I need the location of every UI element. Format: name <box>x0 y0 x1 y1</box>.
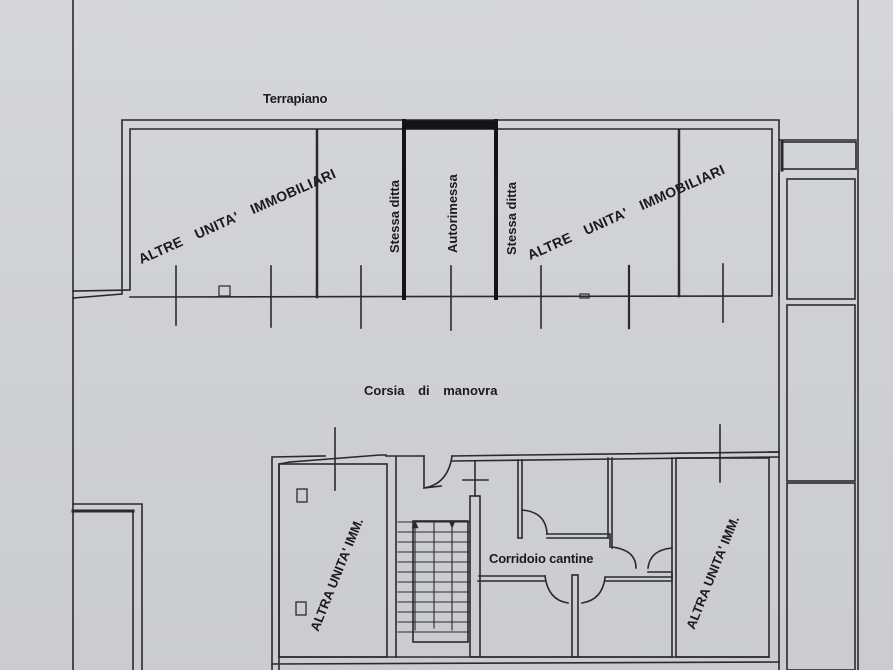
label-stessa-ditta-left: Stessa ditta <box>387 180 402 253</box>
label-corsia-di-manovra: Corsia di manovra <box>364 383 498 398</box>
label-stessa-ditta-right: Stessa ditta <box>504 182 519 255</box>
lower-left-block <box>71 503 143 670</box>
label-corridoio-cantine: Corridoio cantine <box>489 551 594 566</box>
garage-door-marks <box>175 263 724 331</box>
label-autorimessa: Autorimessa <box>445 174 460 253</box>
lower-cellar-block <box>271 424 780 670</box>
right-side-structure <box>778 139 857 670</box>
label-terrapiano: Terrapiano <box>263 91 328 106</box>
autorimessa-unit <box>402 119 498 300</box>
upper-garage-block <box>72 119 780 299</box>
